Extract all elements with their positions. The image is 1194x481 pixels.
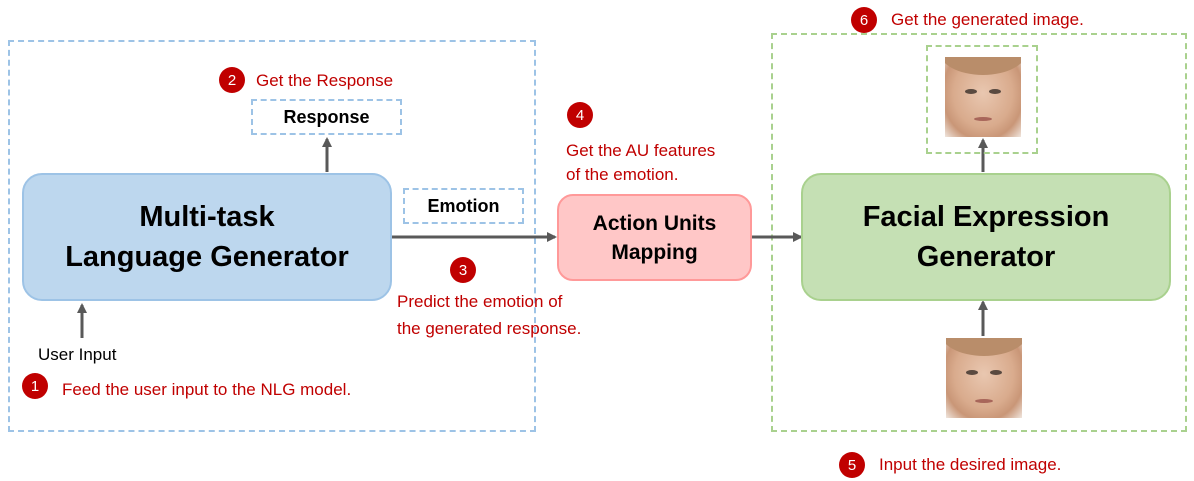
step-4-text-line1: Get the AU features xyxy=(566,141,716,160)
face-hair xyxy=(945,57,1021,75)
output-image-frame xyxy=(926,45,1038,154)
step-6-badge: 6 xyxy=(851,7,877,33)
step-5-text: Input the desired image. xyxy=(879,455,1062,474)
step-4-text-line2: of the emotion. xyxy=(566,165,679,184)
step-3-text-line2: the generated response. xyxy=(397,319,582,338)
step-3-badge: 3 xyxy=(450,257,476,283)
face-right-eye xyxy=(990,370,1002,375)
user-input-label: User Input xyxy=(38,345,117,364)
face-hair xyxy=(946,338,1022,356)
face-mouth xyxy=(974,117,992,121)
face-right-eye xyxy=(989,89,1001,94)
step-3-text-line1: Predict the emotion of xyxy=(397,292,563,311)
emotion-label: Emotion xyxy=(427,195,500,216)
step-4-badge: 4 xyxy=(567,102,593,128)
feg-title-line2: Generator xyxy=(916,241,1056,273)
step-6-text: Get the generated image. xyxy=(891,10,1084,29)
face-left-eye xyxy=(966,370,978,375)
step-2-text: Get the Response xyxy=(256,71,394,90)
facial-generation-panel xyxy=(771,33,1187,432)
input-face-image xyxy=(946,338,1022,418)
step-1-badge: 1 xyxy=(22,373,48,399)
face-left-eye xyxy=(965,89,977,94)
generated-face-image xyxy=(945,57,1021,137)
au-title-line1: Action Units xyxy=(592,211,717,235)
action-units-mapping-box: Action Units Mapping xyxy=(557,194,752,281)
au-title-line2: Mapping xyxy=(611,240,698,264)
response-box: Response xyxy=(251,99,402,135)
facial-expression-generator-box: Facial Expression Generator xyxy=(801,173,1171,301)
nlg-title-line2: Language Generator xyxy=(65,241,349,273)
nlg-title-line1: Multi-task xyxy=(139,201,275,233)
emotion-box: Emotion xyxy=(403,188,524,224)
step-5-badge: 5 xyxy=(839,452,865,478)
step-1-text: Feed the user input to the NLG model. xyxy=(62,380,352,399)
step-2-badge: 2 xyxy=(219,67,245,93)
response-label: Response xyxy=(283,106,370,127)
multi-task-language-generator-box: Multi-task Language Generator xyxy=(22,173,392,301)
feg-title-line1: Facial Expression xyxy=(862,201,1110,233)
face-mouth xyxy=(975,399,993,403)
